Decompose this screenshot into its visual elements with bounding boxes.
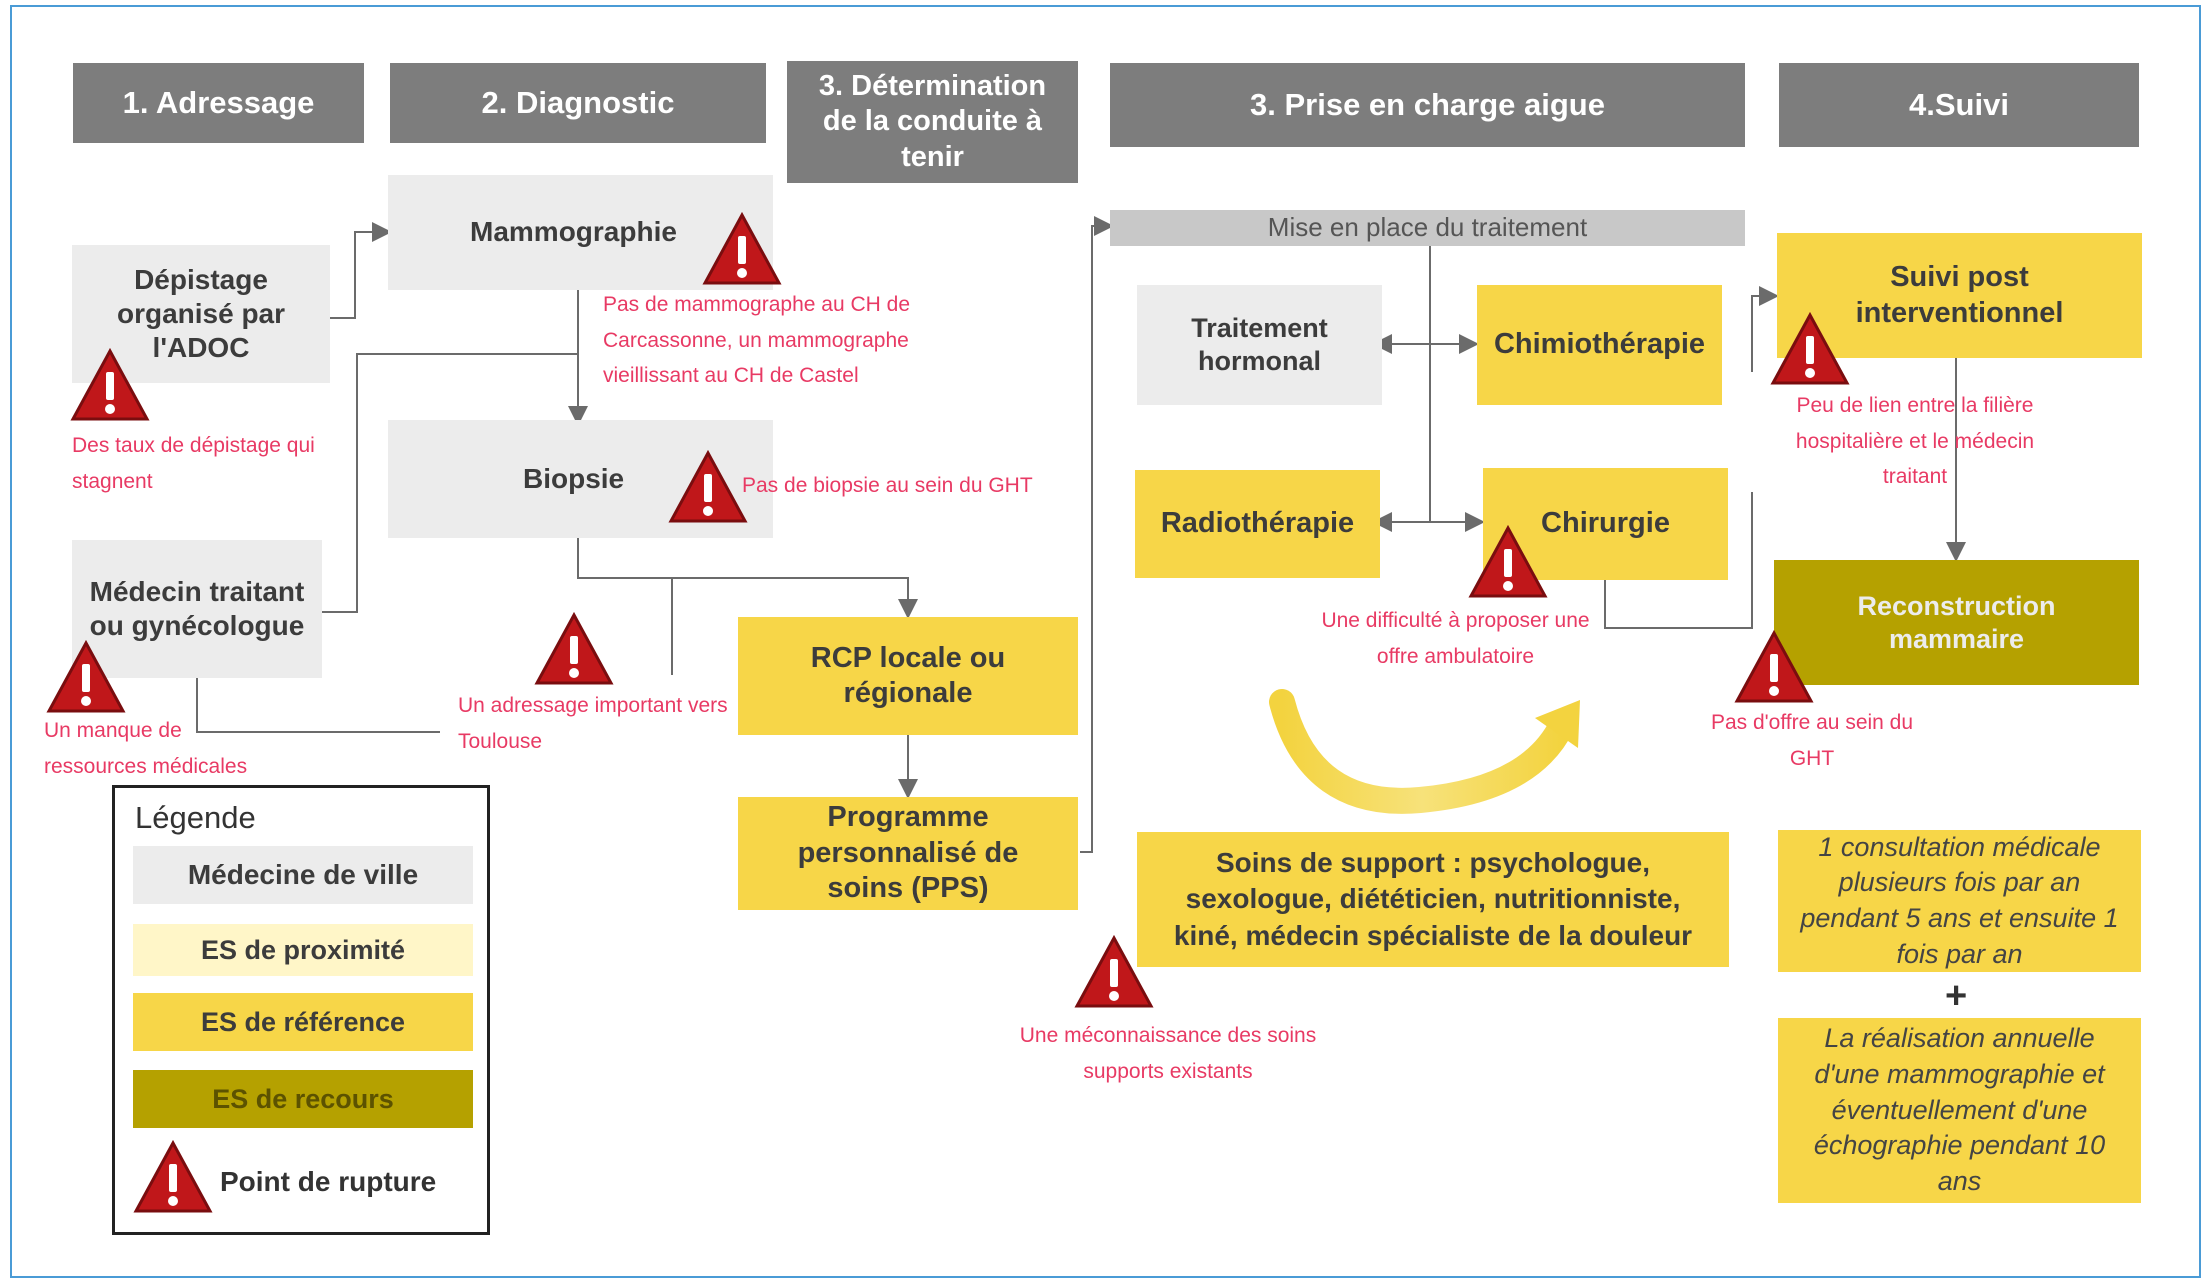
legend-es-reference: ES de référence [133, 993, 473, 1051]
cycle-curve-arrow [1269, 689, 1575, 814]
legend-es-recours: ES de recours [133, 1070, 473, 1128]
box-medecin-traitant: Médecin traitant ou gynécologue [72, 540, 322, 678]
warning-icon [1074, 935, 1154, 1008]
warning-icon [668, 450, 748, 523]
plus-sign: + [1945, 975, 1968, 1017]
box-suivi-post: Suivi post interventionnel [1777, 233, 2142, 358]
warning-icon [534, 612, 614, 685]
box-rcp: RCP locale ou régionale [738, 617, 1078, 735]
warning-icon [70, 348, 150, 421]
legend-point-rupture: Point de rupture [220, 1166, 437, 1197]
warning-icon [1468, 525, 1548, 598]
box-mammographie-annuelle: La réalisation annuelle d'une mammograph… [1778, 1018, 2141, 1203]
warning-icon [1734, 630, 1814, 703]
rupture-text-mammographe: Pas de mammographe au CH de Carcassonne,… [603, 293, 910, 388]
line-pps-traitement [1080, 216, 1114, 853]
rupture-text-ressources: Un manque de ressources médicales [44, 719, 248, 778]
box-reconstruction: Reconstruction mammaire [1774, 560, 2139, 685]
legend-title: Légende [135, 800, 256, 835]
box-chimiotherapie: Chimiothérapie [1477, 285, 1722, 405]
legend: Légende Médecine de ville ES de proximit… [112, 785, 490, 1235]
warning-icon [46, 640, 126, 713]
line-to-suivi-post [1751, 286, 1779, 372]
line-biopsie-rcp [577, 538, 918, 619]
line-medecin-junction [322, 353, 578, 613]
box-mise-en-place: Mise en place du traitement [1110, 210, 1745, 246]
header-diagnostic: 2. Diagnostic [390, 63, 766, 143]
rupture-text-depistage: Des taux de dépistage qui stagnent [72, 434, 315, 493]
header-adressage: 1. Adressage [73, 63, 364, 143]
rupture-text-ambulatoire: Une difficulté à proposer une offre ambu… [1321, 609, 1590, 668]
box-pps: Programme personnalisé de soins (PPS) [738, 797, 1078, 910]
cycle-arrow-head [1535, 700, 1580, 748]
rupture-text-lien: Peu de lien entre la filière hospitalièr… [1795, 394, 2035, 489]
line-medecin-ressources [196, 678, 440, 733]
legend-es-proximite: ES de proximité [133, 924, 473, 976]
header-prise-en-charge: 3. Prise en charge aigue [1110, 63, 1745, 147]
rupture-text-toulouse: Un adressage important vers Toulouse [458, 694, 728, 753]
box-radiotherapie: Radiothérapie [1135, 470, 1380, 578]
warning-icon [133, 1140, 213, 1213]
rupture-text-biopsie: Pas de biopsie au sein du GHT [742, 474, 1033, 497]
box-traitement-hormonal: Traitement hormonal [1137, 285, 1382, 405]
rupture-text-offre-ght: Pas d'offre au sein du GHT [1710, 711, 1914, 770]
header-determination: 3. Détermination de la conduite à tenir [787, 61, 1078, 183]
box-consultation: 1 consultation médicale plusieurs fois p… [1778, 830, 2141, 972]
warning-icon [702, 212, 782, 285]
line-depistage-mammographie [330, 222, 392, 319]
diagram-frame [10, 5, 2201, 1278]
header-suivi: 4.Suivi [1779, 63, 2139, 147]
legend-medecine-ville: Médecine de ville [133, 846, 473, 904]
box-mammographie: Mammographie [388, 175, 773, 290]
box-soins-support: Soins de support : psychologue, sexologu… [1137, 832, 1729, 967]
line-chirurgie-suivi [1604, 492, 1753, 629]
rupture-text-soins-supports: Une méconnaissance des soins supports ex… [1019, 1024, 1317, 1083]
warning-icon [1770, 312, 1850, 385]
